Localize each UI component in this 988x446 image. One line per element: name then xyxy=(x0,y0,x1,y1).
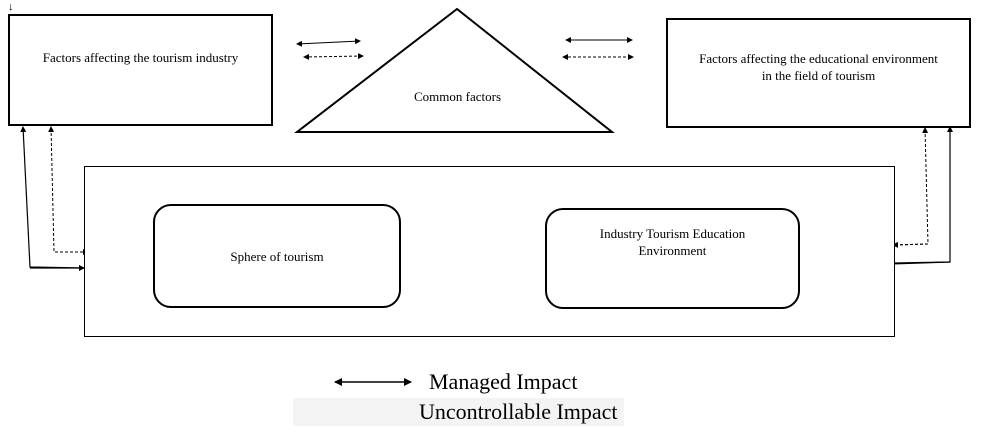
educational-environment-factors-box: Factors affecting the educational enviro… xyxy=(666,18,971,128)
tourism-industry-factors-label: Factors affecting the tourism industry xyxy=(42,50,239,65)
industry-tourism-education-label: Industry Tourism Education Environment xyxy=(599,226,746,258)
uncontrolled-feedback-left xyxy=(48,126,88,253)
legend-managed: Managed Impact xyxy=(333,370,577,394)
managed-feedback-right xyxy=(894,126,953,264)
legend-uncontrolled-label: Uncontrollable Impact xyxy=(419,399,618,424)
managed-feedback-right-tick xyxy=(889,260,951,267)
uncontrolled-arrow-left-triangle xyxy=(303,53,364,60)
sphere-of-tourism-box: Sphere of tourism xyxy=(153,204,401,308)
corner-mark: ↓ xyxy=(8,1,14,13)
common-factors-triangle xyxy=(294,7,615,133)
managed-feedback-left xyxy=(20,126,85,269)
sphere-of-tourism-label: Sphere of tourism xyxy=(230,248,324,264)
tourism-industry-factors-box: Factors affecting the tourism industry xyxy=(8,14,273,126)
uncontrolled-feedback-right-tick xyxy=(892,241,929,248)
legend-uncontrolled: Uncontrollable Impact xyxy=(293,398,624,426)
industry-tourism-education-box: Industry Tourism Education Environment xyxy=(545,208,800,309)
legend-managed-label: Managed Impact xyxy=(429,369,578,394)
common-factors-label: Common factors xyxy=(413,89,501,104)
managed-arrow-left-triangle xyxy=(296,38,361,47)
educational-environment-factors-label: Factors affecting the educational enviro… xyxy=(699,51,938,83)
uncontrolled-feedback-right xyxy=(894,127,929,246)
